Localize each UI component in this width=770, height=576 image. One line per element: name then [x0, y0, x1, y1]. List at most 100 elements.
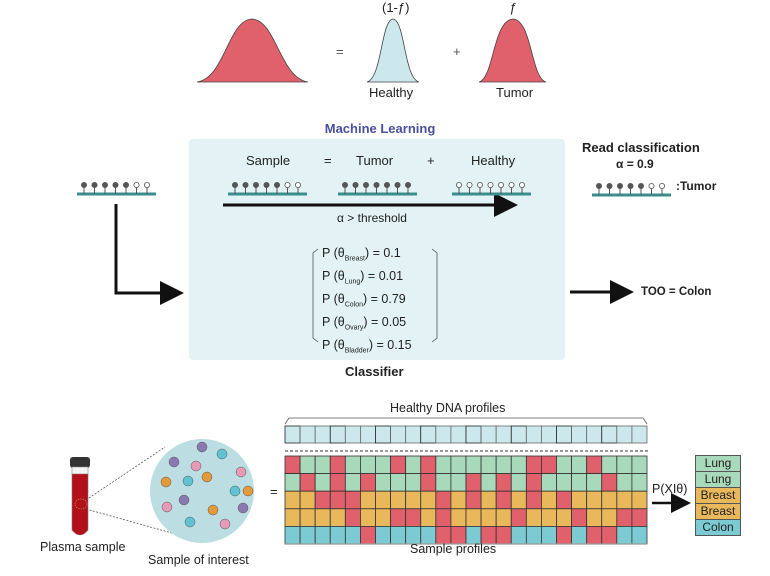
healthy-coefficient: (1-ƒ) [382, 0, 410, 15]
zoom-line-top [85, 446, 166, 501]
unmethylated-site [284, 181, 291, 188]
sample-profile-cell [284, 508, 301, 527]
sample-profile-cell [420, 508, 437, 527]
healthy-profile-cell [631, 425, 648, 444]
sample-profile-cell [405, 473, 422, 492]
ml-plus: + [427, 153, 435, 168]
sample-profile-cell [525, 455, 542, 475]
methylated-site [123, 181, 130, 188]
sample-profile-cell [495, 473, 512, 492]
healthy-profile-cell [299, 425, 316, 444]
cfdna-fragment [161, 501, 173, 513]
cfdna-fragment [168, 456, 180, 468]
sample-profile-cell [390, 526, 407, 545]
sample-profile-cell [510, 526, 527, 545]
sample-profile-cell [450, 508, 467, 527]
healthy-distribution-curve [366, 18, 420, 83]
methylated-site [362, 181, 369, 188]
healthy-profile-cell [571, 425, 588, 444]
healthy-profile-cell [360, 425, 376, 444]
sample-profile-cell [556, 526, 572, 545]
probability-lung: P (θLung) = 0.01 [322, 269, 404, 286]
cfdna-fragment [229, 485, 241, 497]
sample-profile-cell [465, 455, 482, 475]
unmethylated-site [519, 181, 526, 188]
sample-profile-cell [616, 490, 633, 510]
sample-profile-cell [299, 455, 316, 475]
sample-profile-cell [435, 508, 452, 527]
sample-profile-cell [480, 490, 497, 510]
sample-profile-cell [299, 473, 316, 492]
tumor-distribution-curve [478, 18, 547, 83]
sample-profile-cell [556, 508, 572, 527]
sample-profile-cell [344, 490, 361, 510]
sample-profile-cell [480, 473, 497, 492]
sample-profile-cell [631, 473, 648, 492]
sample-profile-cell [360, 490, 376, 510]
healthy-profile-cell [329, 425, 346, 444]
classified-read [592, 182, 671, 197]
sample-profile-cell [435, 490, 452, 510]
read-classification-title: Read classification [582, 140, 700, 155]
healthy-profile-cell [556, 425, 572, 444]
methylated-site [627, 182, 634, 189]
sample-profile-cell [616, 526, 633, 545]
cfdna-fragment [235, 466, 247, 478]
read-result-label: :Tumor [676, 179, 717, 193]
sample-profile-cell [510, 455, 527, 475]
cfdna-fragment [184, 516, 196, 528]
sample-profile-cell [495, 455, 512, 475]
sample-profile-cell [329, 526, 346, 545]
sample-profile-cell [360, 508, 376, 527]
sample-profile-cell [525, 490, 542, 510]
classifier-bracket-left [312, 248, 319, 343]
methylated-site [404, 181, 411, 188]
healthy-profile-cell [601, 425, 618, 444]
ml-equals: = [324, 153, 332, 168]
sample-profile-cell [631, 490, 648, 510]
sample-profile-cell [375, 526, 391, 545]
sample-profile-cell [375, 490, 391, 510]
sample-read [228, 181, 307, 196]
legend-item-lung: Lung [695, 471, 741, 487]
cfdna-fragment [196, 441, 208, 453]
healthy-profile-cell [435, 425, 452, 444]
methylated-site [112, 181, 119, 188]
tumor-label: Tumor [496, 85, 534, 100]
sample-profile-cell [344, 526, 361, 545]
bottom-equals: = [270, 484, 278, 499]
sample-profile-cell [360, 455, 376, 475]
tumor-coefficient: ƒ [509, 0, 517, 15]
sample-profile-cell [284, 490, 301, 510]
healthy-profiles-brace [284, 417, 648, 425]
healthy-profile-cell [586, 425, 603, 444]
ml-sample-label: Sample [246, 153, 291, 168]
sample-profile-cell [556, 473, 572, 492]
methylated-site [383, 181, 390, 188]
cfdna-fragment [242, 485, 254, 497]
sample-profile-cell [586, 508, 603, 527]
sample-profile-cell [314, 508, 331, 527]
unmethylated-site [133, 181, 140, 188]
sample-profile-cell [465, 508, 482, 527]
sample-profile-cell [450, 455, 467, 475]
methylated-site [231, 181, 238, 188]
cfdna-fragment [219, 518, 231, 530]
sample-profile-cell [284, 455, 301, 475]
cfdna-fragment [201, 471, 213, 483]
sample-profile-cell [314, 526, 331, 545]
healthy-profile-cell [495, 425, 512, 444]
input-to-classifier-arrow [114, 204, 184, 305]
legend-item-breast: Breast [695, 503, 741, 519]
sample-profile-cell [525, 473, 542, 492]
unmethylated-site [497, 181, 504, 188]
sample-profile-cell [571, 455, 588, 475]
sample-profile-cell [541, 455, 557, 475]
mixture-equals: = [336, 44, 344, 59]
sample-profile-cell [390, 508, 407, 527]
sample-profile-cell [450, 490, 467, 510]
sample-profile-cell [495, 508, 512, 527]
sample-profile-cell [344, 455, 361, 475]
